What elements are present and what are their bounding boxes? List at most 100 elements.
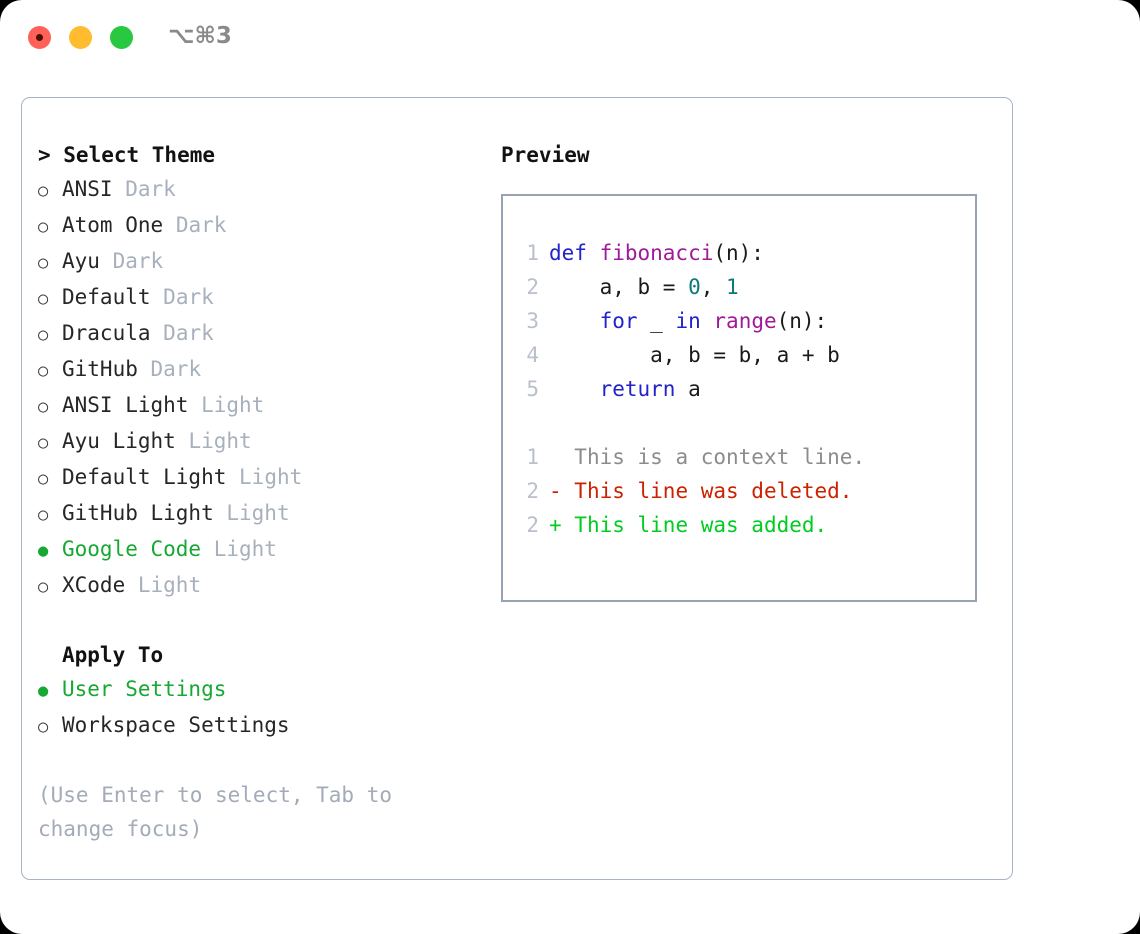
theme-option-kind: Dark bbox=[163, 321, 214, 345]
code-line-number: 5 bbox=[526, 377, 539, 401]
code-token bbox=[549, 309, 600, 333]
theme-option-label: Ayu Light bbox=[62, 429, 176, 453]
theme-option-ayu-light[interactable]: ○ Ayu Light Light bbox=[38, 424, 488, 460]
code-token: return bbox=[599, 377, 676, 401]
theme-option-label: Default Light bbox=[62, 465, 227, 489]
theme-option-kind: Light bbox=[213, 537, 277, 561]
zoom-button[interactable] bbox=[110, 26, 133, 49]
theme-option-kind: Light bbox=[137, 573, 202, 597]
theme-option-ansi[interactable]: ○ANSI Dark bbox=[38, 172, 488, 208]
code-token: for bbox=[599, 309, 638, 333]
code-line: 2 a, b = 0, 1 bbox=[503, 270, 975, 304]
diff-line-number: 2 bbox=[526, 479, 539, 503]
radio-selected-icon: ● bbox=[38, 681, 49, 701]
code-token: _ bbox=[637, 309, 676, 333]
theme-option-label: GitHub bbox=[62, 357, 138, 381]
window-controls bbox=[28, 26, 133, 49]
keyboard-hint: (Use Enter to select, Tab to change focu… bbox=[38, 783, 393, 841]
theme-option-xcode[interactable]: ○XCode Light bbox=[38, 568, 488, 604]
theme-option-label: ANSI Light bbox=[62, 393, 189, 417]
diff-line-deleted: 2- This line was deleted. bbox=[503, 474, 975, 508]
apply-to-option-list: ● User Settings ○ Workspace Settings bbox=[38, 672, 488, 744]
label-gap bbox=[188, 388, 201, 422]
label-gap bbox=[176, 424, 189, 458]
code-line-number: 1 bbox=[526, 241, 539, 265]
theme-option-kind: Light bbox=[201, 393, 265, 417]
label-gap bbox=[113, 172, 126, 206]
code-token: , bbox=[700, 275, 727, 299]
code-line-number: 3 bbox=[526, 309, 539, 333]
theme-option-kind: Dark bbox=[175, 213, 227, 237]
theme-option-label: ANSI bbox=[62, 177, 113, 201]
diff-marker bbox=[549, 440, 574, 474]
radio-unselected-icon: ○ bbox=[38, 181, 49, 201]
theme-option-atom-one[interactable]: ○Atom One Dark bbox=[38, 208, 488, 244]
theme-option-default-light[interactable]: ○ Default Light Light bbox=[38, 460, 488, 496]
radio-unselected-icon: ○ bbox=[38, 717, 49, 737]
diff-line-number: 1 bbox=[526, 445, 539, 469]
code-diff-spacer bbox=[503, 406, 975, 440]
theme-option-label: Dracula bbox=[62, 321, 151, 345]
diff-line-text: This line was added. bbox=[574, 513, 828, 537]
theme-option-label: Default bbox=[62, 285, 151, 309]
apply-to-option-label: Workspace Settings bbox=[62, 713, 290, 737]
keyboard-shortcut-label: ⌥⌘3 bbox=[168, 23, 232, 49]
select-theme-header: > Select Theme bbox=[38, 143, 216, 167]
theme-option-github[interactable]: ○ GitHub Dark bbox=[38, 352, 488, 388]
code-token: fibonacci bbox=[599, 241, 714, 265]
theme-option-label: Atom One bbox=[62, 213, 164, 237]
code-token bbox=[701, 309, 714, 333]
theme-option-label: GitHub Light bbox=[62, 501, 214, 525]
theme-option-kind: Light bbox=[239, 465, 303, 489]
radio-unselected-icon: ○ bbox=[38, 325, 49, 345]
diff-sample: 1 This is a context line. 2- This line wa… bbox=[503, 440, 975, 542]
code-line-content: return a bbox=[549, 372, 701, 406]
theme-option-list: ○ANSI Dark○Atom One Dark○Ayu Dark○Defaul… bbox=[38, 172, 488, 604]
radio-selected-icon: ● bbox=[38, 541, 49, 561]
theme-option-ayu[interactable]: ○Ayu Dark bbox=[38, 244, 488, 280]
radio-unselected-icon: ○ bbox=[38, 289, 49, 309]
theme-option-default[interactable]: ○Default Dark bbox=[38, 280, 488, 316]
diff-line-added: 2+ This line was added. bbox=[503, 508, 975, 542]
radio-unselected-icon: ○ bbox=[38, 253, 49, 273]
apply-to-header: Apply To bbox=[62, 643, 164, 667]
apply-to-option-workspace-settings[interactable]: ○ Workspace Settings bbox=[38, 708, 488, 744]
theme-option-google-code[interactable]: ● Google Code Light bbox=[38, 532, 488, 568]
diff-marker: + bbox=[549, 513, 575, 537]
theme-option-kind: Light bbox=[188, 429, 252, 453]
label-gap bbox=[125, 568, 138, 602]
theme-option-kind: Dark bbox=[150, 357, 202, 381]
close-button[interactable] bbox=[28, 26, 51, 49]
radio-unselected-icon: ○ bbox=[38, 433, 49, 453]
diff-line-text: This line was deleted. bbox=[574, 479, 853, 503]
diff-marker: - bbox=[549, 479, 575, 503]
theme-option-label: Google Code bbox=[62, 537, 202, 561]
apply-to-option-user-settings[interactable]: ● User Settings bbox=[38, 672, 488, 708]
code-token: a, b = b, a + b bbox=[549, 343, 840, 367]
radio-unselected-icon: ○ bbox=[38, 361, 49, 381]
code-line-number: 2 bbox=[526, 275, 539, 299]
diff-line-text: This is a context line. bbox=[574, 445, 866, 469]
code-line-content: a, b = 0, 1 bbox=[549, 270, 739, 304]
theme-option-github-light[interactable]: ○GitHub Light Light bbox=[38, 496, 488, 532]
label-gap bbox=[151, 280, 164, 314]
theme-option-dracula[interactable]: ○ Dracula Dark bbox=[38, 316, 488, 352]
code-token: in bbox=[675, 309, 701, 333]
apply-to-option-label: User Settings bbox=[62, 677, 227, 701]
label-gap bbox=[100, 244, 113, 278]
code-line: 3 for _ in range(n): bbox=[503, 304, 975, 338]
code-line-content: for _ in range(n): bbox=[549, 304, 828, 338]
theme-option-ansi-light[interactable]: ○ANSI Light Light bbox=[38, 388, 488, 424]
main-panel: > Select Theme ○ANSI Dark○Atom One Dark○… bbox=[21, 97, 1013, 880]
minimize-button[interactable] bbox=[69, 26, 92, 49]
code-token: range bbox=[713, 309, 777, 333]
code-line: 5 return a bbox=[503, 372, 975, 406]
label-gap bbox=[214, 496, 227, 530]
radio-unselected-icon: ○ bbox=[38, 469, 49, 489]
title-bar: ⌥⌘3 bbox=[0, 0, 1140, 78]
code-token: a bbox=[675, 377, 701, 401]
